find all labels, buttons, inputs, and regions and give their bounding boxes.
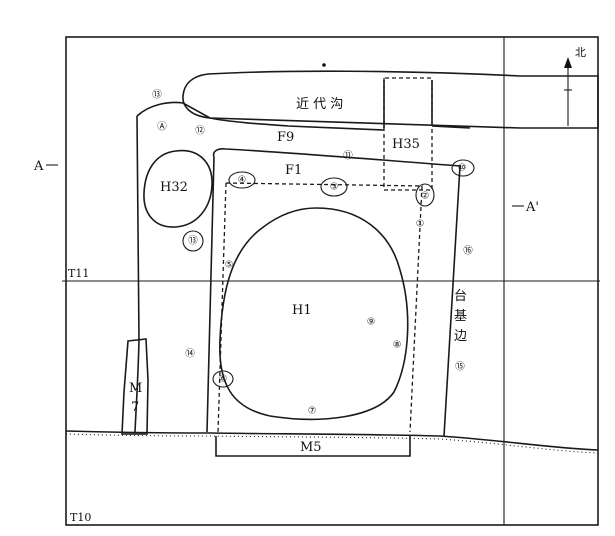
post-hole-13b: ⑬ (188, 236, 198, 247)
post-hole-16: ⑯ (463, 246, 473, 257)
post-hole-10: ⑩ (458, 163, 467, 174)
post-hole-11: ⑪ (343, 151, 353, 162)
post-hole-5: ⑤ (225, 260, 234, 271)
post-hole-ring (320, 177, 348, 197)
survey-point (322, 63, 326, 67)
ditch-label: 近 代 沟 (296, 97, 343, 112)
h35-label: H35 (392, 137, 420, 152)
platform-edge-char-3: 边 (454, 329, 467, 344)
h1-label: H1 (292, 303, 312, 318)
f1-label: F1 (285, 163, 302, 178)
h35-outline (383, 77, 433, 191)
post-hole-ring (451, 159, 475, 177)
post-hole-6: ⑥ (219, 374, 228, 385)
post-hole-1: ① (416, 219, 425, 230)
post-hole-ring (182, 230, 204, 252)
post-hole-8: ⑧ (393, 340, 402, 351)
f1-inner-dashed-outline (217, 182, 423, 433)
h1-outline (219, 207, 409, 421)
post-hole-15: ⑮ (455, 362, 465, 373)
post-hole-3: ③ (330, 182, 339, 193)
post-hole-a: Ⓐ (157, 122, 167, 133)
m7-label-line1: M (129, 381, 142, 396)
section-wall-hatching (65, 433, 599, 454)
m5-label: M5 (300, 440, 322, 455)
f9-outline (134, 101, 471, 433)
grid-label-t10: T10 (70, 511, 91, 524)
modern-ditch-outline (182, 70, 599, 129)
north-label: 北 (575, 46, 586, 59)
f9-label: F9 (277, 130, 294, 145)
m7-outline (121, 338, 149, 435)
post-hole-12: ⑫ (195, 126, 205, 137)
post-hole-ring (415, 183, 435, 207)
post-holes: ④ ③ ② ① ⑤ ⑥ ⑦ ⑧ ⑨ ⑩ ⑪ ⑫ ⑬ ⑬ ⑭ ⑮ ⑯ Ⓐ (152, 90, 475, 417)
platform-edge-char-1: 台 (454, 289, 467, 304)
post-hole-14: ⑭ (185, 349, 195, 360)
h32-outline (143, 149, 213, 228)
m7-label-line2: 7 (131, 400, 139, 415)
post-hole-13: ⑬ (152, 90, 162, 101)
section-marker-a-prime: A' (525, 200, 539, 215)
post-hole-ring (228, 171, 256, 189)
h35-solid-edges (383, 80, 433, 128)
platform-edge-char-2: 基 (454, 309, 467, 324)
post-hole-7: ⑦ (308, 406, 317, 417)
north-arrow-icon (564, 57, 572, 126)
f1-outline (206, 148, 461, 437)
m5-outline (215, 436, 411, 457)
post-hole-ring (212, 370, 234, 388)
h32-label: H32 (160, 180, 188, 195)
section-marker-a: A (33, 159, 44, 174)
section-wall-line (65, 430, 599, 451)
post-hole-4: ④ (238, 175, 247, 186)
post-hole-9: ⑨ (367, 317, 376, 328)
post-hole-2: ② (421, 191, 430, 202)
grid-label-t11: T11 (68, 267, 89, 280)
